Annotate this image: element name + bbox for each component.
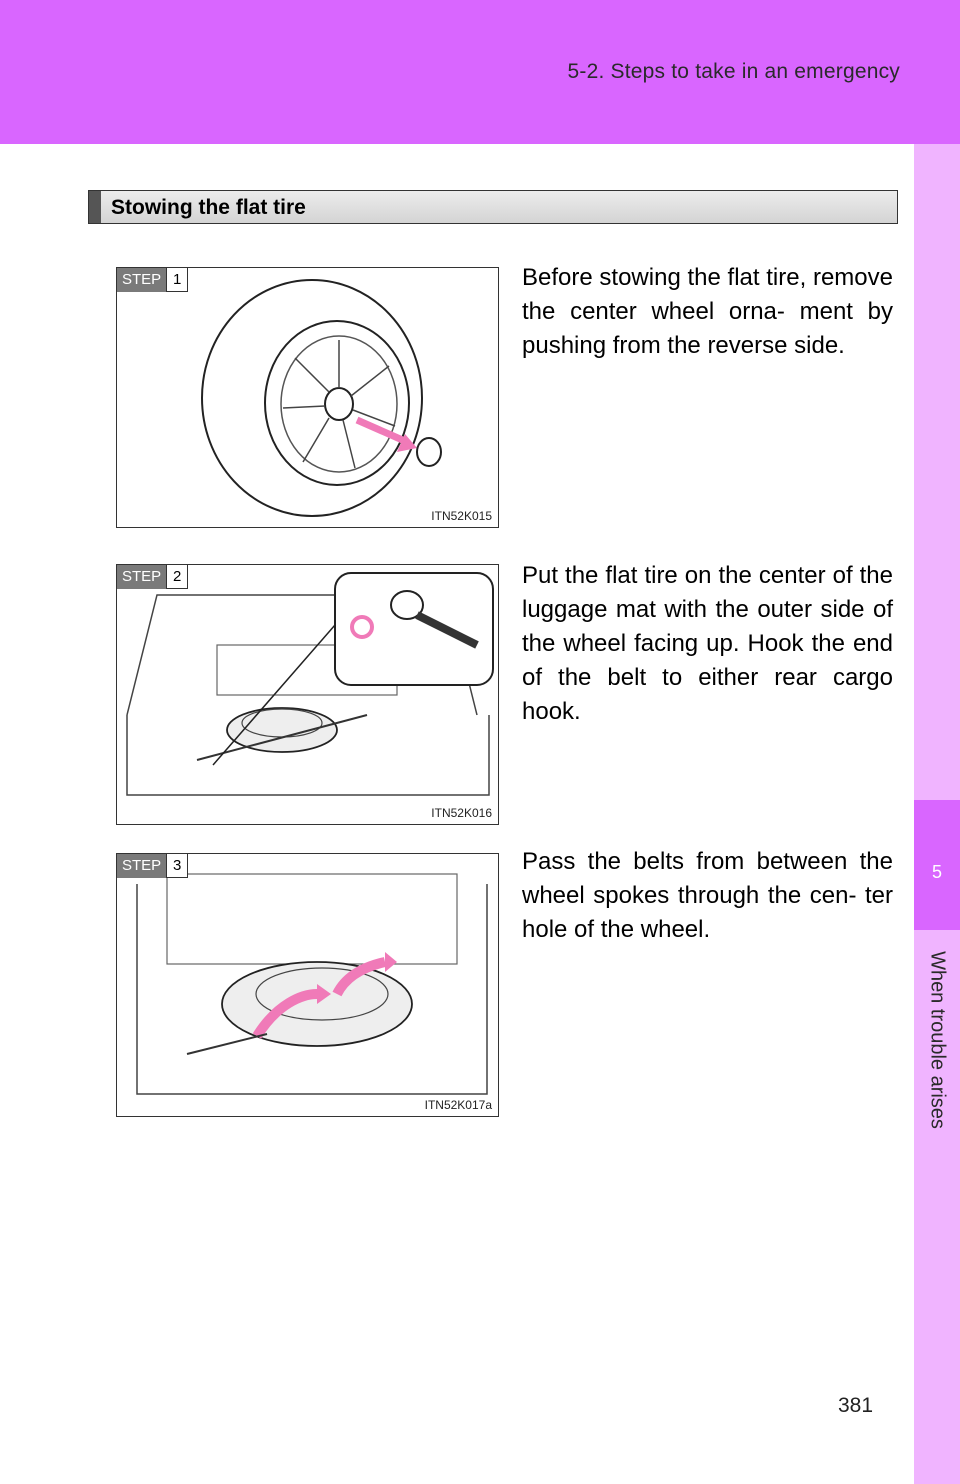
belt-routing-illustration [136, 873, 488, 1095]
step-badge: STEP 2 [117, 565, 189, 589]
step-1-illustration: STEP 1 ITN52K015 [116, 267, 499, 528]
step-2-text: Put the flat tire on the center of the l… [522, 562, 893, 725]
chapter-number: 5 [931, 862, 942, 882]
page-number: 381 [838, 1394, 874, 1417]
step-number: 3 [166, 854, 189, 878]
step-badge: STEP 1 [117, 268, 189, 292]
step-number: 2 [166, 565, 189, 589]
step-3-illustration: STEP 3 ITN52K017a [116, 853, 499, 1117]
step-1-text: Before stowing the flat tire, remove the… [522, 264, 893, 359]
step-label: STEP [117, 268, 167, 292]
step-badge: STEP 3 [117, 854, 189, 878]
page-header: 5-2. Steps to take in an emergency [0, 0, 960, 144]
step-number: 1 [166, 268, 189, 292]
tire-illustration [201, 279, 442, 517]
section-header: Stowing the flat tire [88, 190, 898, 224]
step-label: STEP [117, 854, 167, 878]
illustration-code: ITN52K015 [431, 509, 492, 523]
step-2-illustration: STEP 2 ITN52K016 [116, 564, 499, 825]
chapter-tab[interactable] [914, 800, 960, 930]
step-label: STEP [117, 565, 167, 589]
illustration-code: ITN52K017a [424, 1098, 492, 1112]
cargo-area-illustration [126, 572, 494, 796]
header-title: 5-2. Steps to take in an emergency [567, 60, 900, 83]
section-title: Stowing the flat tire [111, 196, 306, 219]
illustration-code: ITN52K016 [431, 806, 492, 820]
chapter-label: When trouble arises [926, 951, 949, 1129]
step-3-text: Pass the belts from between the wheel sp… [522, 848, 893, 943]
